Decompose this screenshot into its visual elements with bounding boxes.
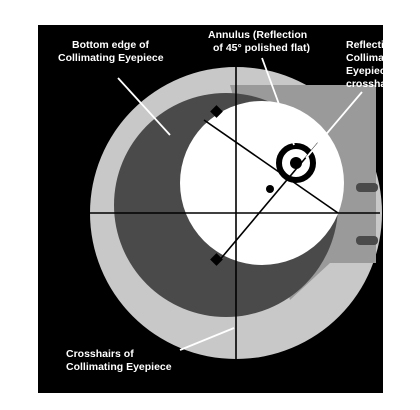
label-crosshairs-line2: Collimating Eyepiece: [66, 361, 172, 373]
center-dot: [266, 185, 274, 193]
leader-crosshairs: [179, 327, 235, 351]
label-reflection-line2: Collimating: [346, 52, 403, 64]
annulus-ring: [276, 143, 316, 183]
label-bottom-edge-line2: Collimating Eyepiece: [58, 52, 164, 64]
leader-bottom-edge: [117, 77, 171, 136]
annulus-center: [290, 157, 302, 169]
label-bottom-edge-line1: Bottom edge of: [72, 39, 149, 51]
label-annulus-line1: Annulus (Reflection: [208, 29, 307, 41]
label-reflection-line4: crosshairs: [346, 78, 399, 90]
diamond-marker-upper: [210, 105, 223, 118]
focuser-tab-lower: [356, 236, 378, 245]
focuser-tab-upper: [356, 183, 378, 192]
diamond-marker-lower: [210, 253, 223, 266]
reflected-crosshair-a: [203, 119, 339, 214]
label-reflection-line1: Reflection of: [346, 39, 410, 51]
label-annulus-line2: of 45° polished flat): [213, 42, 310, 54]
label-crosshairs-line1: Crosshairs of: [66, 348, 134, 360]
label-reflection-line3: Eyepiece: [346, 65, 392, 77]
leader-annulus: [261, 57, 295, 146]
leader-reflection: [305, 91, 363, 159]
bright-reflection-disk: [180, 101, 344, 265]
